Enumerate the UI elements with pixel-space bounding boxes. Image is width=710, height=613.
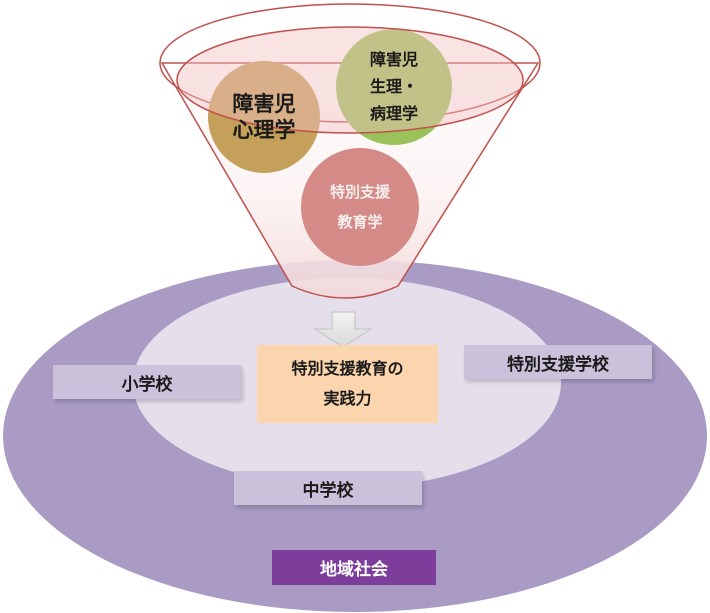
junior-high-school-text: 中学校 (302, 480, 354, 501)
circle-special-education-line1: 特別支援 (329, 183, 390, 201)
practice-skill-box: 特別支援教育の 実践力 (257, 345, 438, 423)
practice-skill-line1: 特別支援教育の (291, 359, 404, 378)
community-label: 地域社会 (272, 550, 436, 585)
circle-physiology (336, 29, 452, 145)
circle-psychology-line1: 障害児 (232, 92, 296, 116)
funnel-rim-inner (176, 26, 524, 134)
circle-psychology-line2: 心理学 (232, 118, 296, 142)
community-text: 地域社会 (320, 560, 388, 580)
circle-special-education-label: 特別支援 教育学 (310, 172, 410, 242)
special-school-label: 特別支援学校 (464, 345, 652, 379)
elementary-school-label: 小学校 (53, 365, 241, 399)
special-school-text: 特別支援学校 (507, 354, 609, 375)
down-arrow-icon (313, 311, 373, 348)
circle-physiology-line1: 障害児 (369, 49, 418, 69)
elementary-school-text: 小学校 (121, 374, 173, 395)
circle-physiology-line2: 生理・ (369, 76, 418, 96)
circle-physiology-label: 障害児 生理・ 病理学 (344, 42, 444, 130)
circle-psychology (208, 61, 320, 173)
practice-skill-line2: 実践力 (323, 389, 372, 408)
circle-physiology-line3: 病理学 (369, 103, 418, 123)
circle-special-education-line2: 教育学 (337, 213, 383, 231)
circle-special-education (301, 148, 419, 266)
junior-high-school-label: 中学校 (234, 471, 422, 505)
circle-psychology-label: 障害児 心理学 (214, 78, 314, 156)
